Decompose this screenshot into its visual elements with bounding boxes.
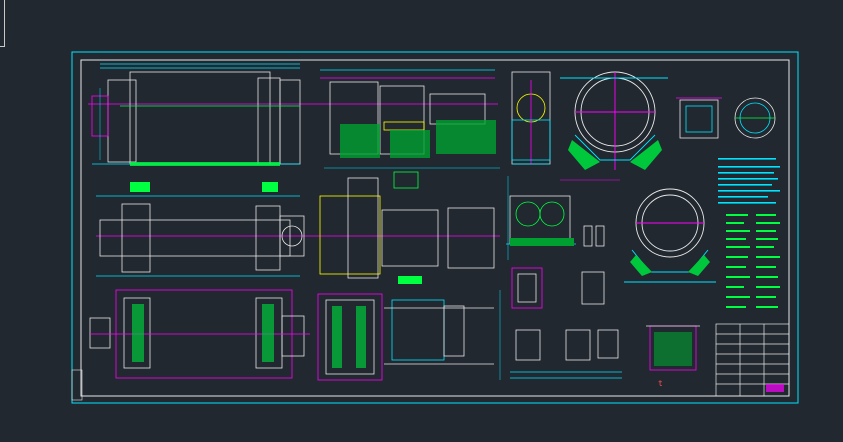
red-annotation-marker: t <box>658 379 663 388</box>
saddle-hatch-b <box>630 255 710 276</box>
foundation-green-hatch <box>132 304 366 368</box>
saddle-hatch-a <box>568 140 662 170</box>
technical-notes-block <box>718 158 780 308</box>
foundation-hatch-elevation <box>130 120 496 166</box>
dimension-lines <box>99 88 620 380</box>
foundation-section-detail[interactable] <box>646 325 700 371</box>
foundation-plan-view[interactable] <box>89 276 494 381</box>
viewport-corner-bracket <box>0 0 5 47</box>
gearbox-assembly-view[interactable] <box>506 195 576 245</box>
anchor-bolt-details[interactable] <box>510 267 622 379</box>
ring-gear-detail[interactable] <box>734 97 776 139</box>
liner-detail-square[interactable] <box>676 97 722 139</box>
mill-cross-section-a[interactable] <box>560 71 668 170</box>
bolt-detail-row[interactable] <box>583 225 605 247</box>
sheet-frame <box>71 51 799 404</box>
feed-chute-view[interactable] <box>511 71 551 165</box>
ball-mill-plan-view[interactable] <box>96 171 500 279</box>
title-block <box>715 323 790 397</box>
gearbox-base-hatch <box>510 238 574 246</box>
